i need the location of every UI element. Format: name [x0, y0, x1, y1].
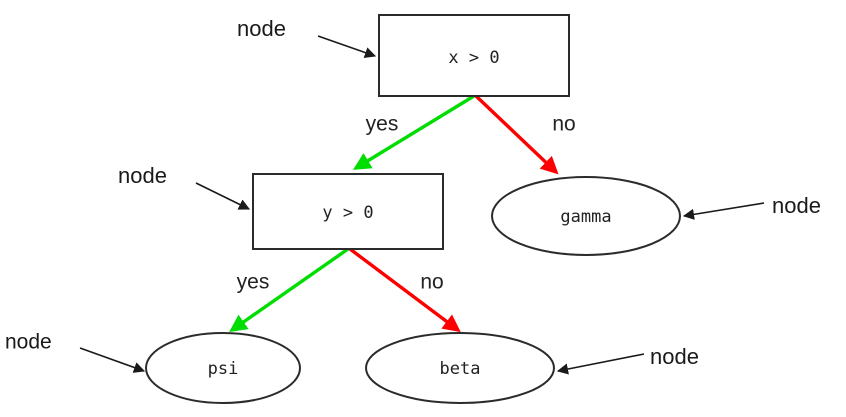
annotation-inner-arrow: [195, 182, 251, 210]
node-beta-ellipse: [365, 332, 555, 404]
annotation-psi: node: [5, 331, 146, 373]
annotation-gamma: node: [682, 193, 821, 220]
edge-root-yes-to-inner: [352, 94, 475, 170]
node-psi-ellipse: [145, 332, 301, 404]
node-gamma-label: gamma: [560, 207, 611, 227]
annotation-psi-arrow: [79, 347, 146, 373]
node-gamma[interactable]: gamma: [491, 176, 681, 256]
annotation-root-arrow: [317, 35, 377, 58]
node-gamma-ellipse: [491, 176, 681, 256]
edge-label-no-root: no: [552, 113, 575, 136]
node-root-rect: [378, 14, 570, 97]
annotation-inner: node: [118, 163, 251, 210]
edge-line-yes-root: [352, 94, 475, 170]
edge-line-no-root: [474, 94, 559, 175]
edge-label-yes-root: yes: [366, 113, 399, 136]
node-psi-label: psi: [208, 359, 239, 379]
node-inner-label: y > 0: [322, 203, 373, 223]
edge-line-no-inner: [348, 247, 461, 333]
edge-inner-yes-to-psi: [229, 247, 349, 333]
node-beta[interactable]: beta: [365, 332, 555, 404]
node-inner[interactable]: y > 0: [252, 173, 444, 250]
node-beta-label: beta: [440, 359, 481, 379]
node-inner-rect: [252, 173, 444, 250]
edge-line-yes-inner: [229, 247, 349, 333]
node-psi[interactable]: psi: [145, 332, 301, 404]
edge-inner-no-to-beta: [348, 247, 461, 333]
node-root-label: x > 0: [448, 48, 499, 68]
node-root[interactable]: x > 0: [378, 14, 570, 97]
annotation-beta-label: node: [650, 344, 699, 369]
annotation-root: node: [237, 16, 377, 58]
annotation-beta-arrow: [556, 353, 645, 375]
edge-label-no-inner: no: [420, 271, 443, 294]
annotation-beta: node: [556, 344, 699, 375]
annotation-inner-label: node: [118, 163, 167, 188]
annotation-root-label: node: [237, 16, 286, 41]
annotation-psi-label: node: [5, 331, 52, 354]
edge-label-yes-inner: yes: [237, 271, 270, 294]
annotation-gamma-label: node: [772, 193, 821, 218]
edge-root-no-to-gamma: [474, 94, 559, 175]
annotation-gamma-arrow: [682, 202, 765, 220]
